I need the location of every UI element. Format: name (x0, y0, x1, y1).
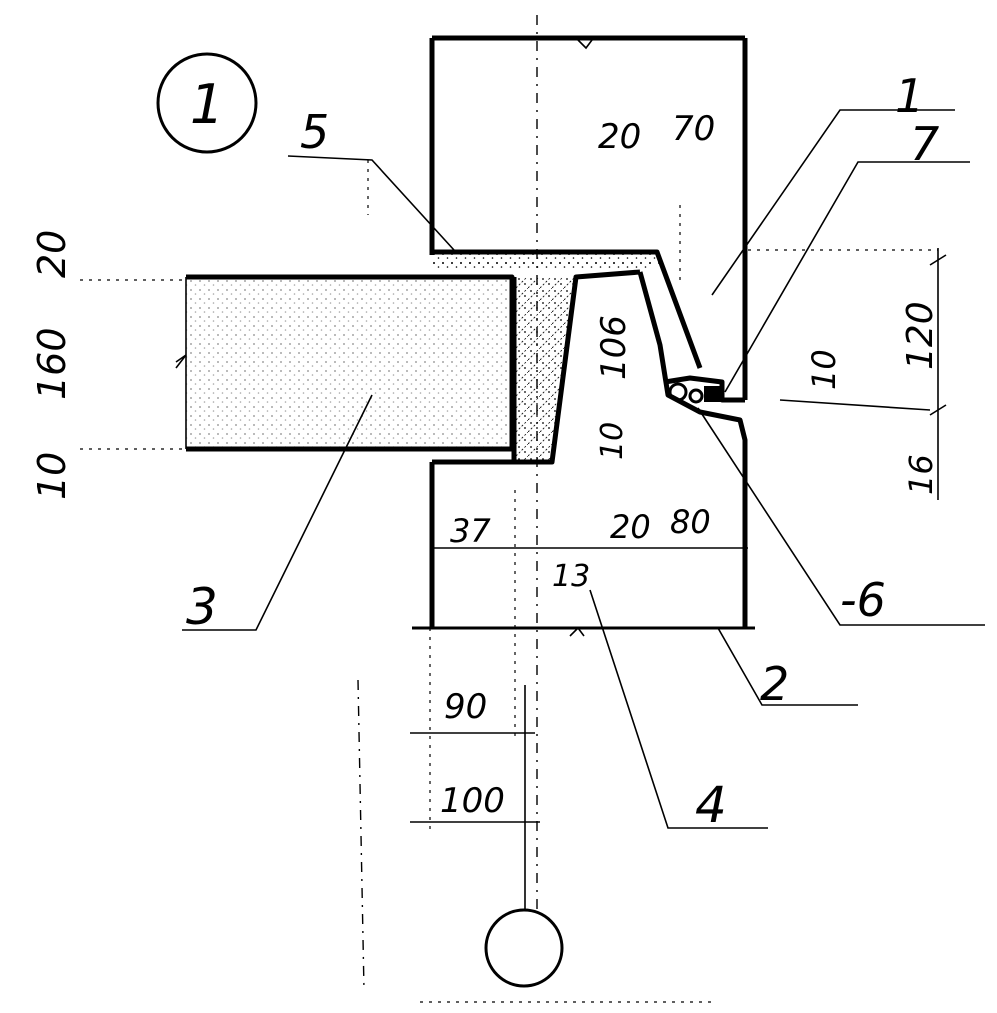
left-axis-line (357, 679, 365, 991)
axis-marker-circle (484, 908, 564, 988)
leader-5 (287, 155, 455, 251)
dim-right-10: 10 (805, 349, 843, 390)
dim-bot-37: 37 (450, 512, 491, 550)
leader-1 (711, 109, 955, 296)
dim-bot-90: 90 (444, 687, 487, 727)
dim-bot-80: 80 (670, 503, 711, 541)
callout-7: 7 (910, 117, 939, 171)
callout-2: 2 (760, 657, 789, 711)
dim-ext-right-2 (779, 399, 931, 411)
upper-panel-outline (429, 35, 748, 400)
upper-panel-bottom-edge (432, 249, 703, 369)
leader-2 (717, 627, 858, 706)
leader-6 (697, 407, 985, 626)
dim-top-20: 20 (598, 117, 641, 157)
dim-bot-13: 13 (552, 559, 590, 594)
callout-1: 1 (895, 69, 924, 123)
dim-left-160: 160 (30, 327, 74, 400)
dim-tick-r2 (929, 404, 947, 416)
dim-bot-100: 100 (440, 781, 505, 821)
break-mark-top (577, 39, 593, 50)
dim-right-120: 120 (900, 301, 941, 370)
dim-bot-20: 20 (610, 508, 651, 546)
dim-left-10: 10 (30, 452, 74, 500)
leader-3 (182, 394, 373, 631)
mortar-layer (432, 252, 665, 270)
filler-hatch (516, 277, 576, 462)
dim-left-20: 20 (30, 230, 74, 278)
dim-right-16: 16 (902, 454, 940, 495)
detail-circle (156, 52, 258, 154)
callout-6: -6 (840, 573, 886, 627)
callout-4: 4 (695, 776, 727, 834)
leader-7 (724, 161, 970, 393)
sealant (704, 386, 722, 402)
leader-4 (589, 589, 768, 829)
break-mark-bottom (569, 626, 585, 637)
dim-top-70: 70 (672, 109, 715, 149)
tongue-seal-edge (664, 375, 745, 403)
callout-3: 3 (186, 578, 218, 636)
seal-gasket-2 (688, 388, 704, 404)
detail-number: 1 (190, 73, 224, 136)
dim-mid-10: 10 (595, 422, 630, 460)
dim-mid-106: 106 (594, 315, 634, 380)
callout-5: 5 (300, 105, 329, 159)
slab-break-mark (175, 354, 187, 369)
seal-gasket (668, 382, 688, 402)
dim-tick-r1 (929, 254, 947, 266)
slab-fill (186, 277, 512, 449)
